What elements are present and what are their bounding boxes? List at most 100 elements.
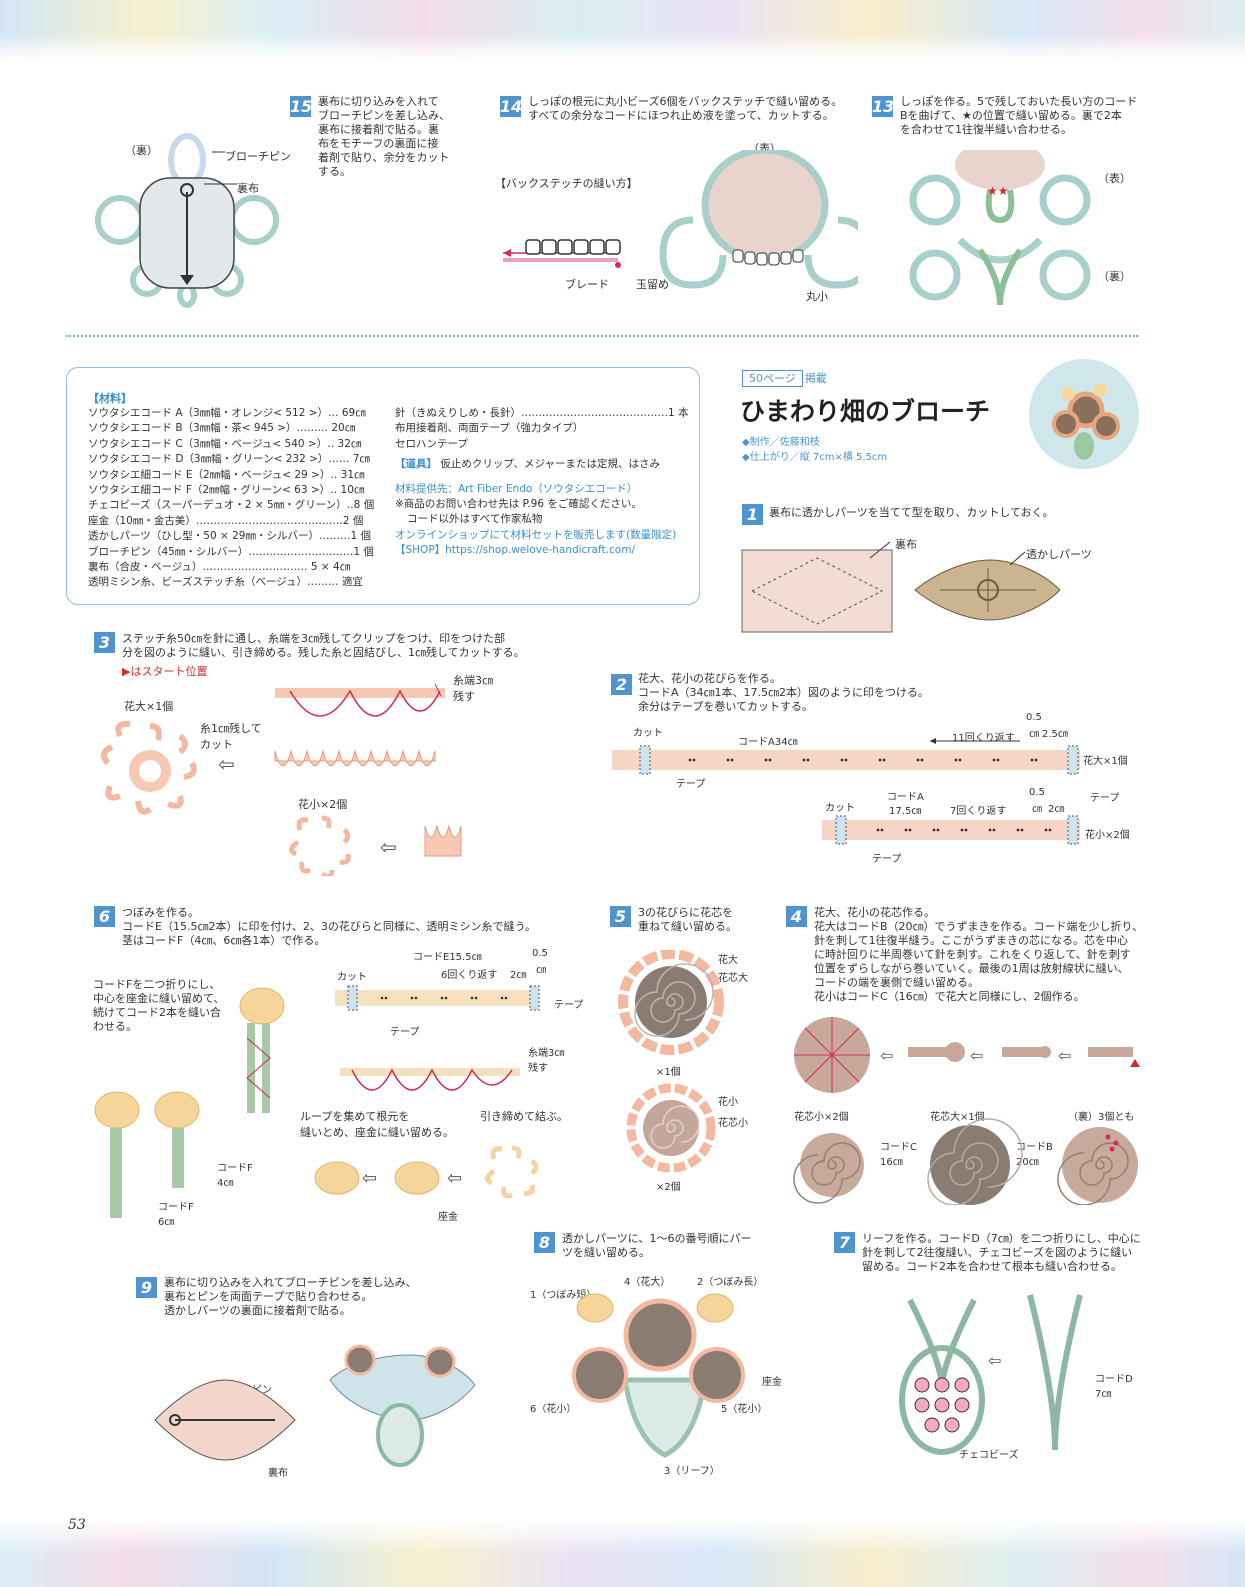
section-divider <box>66 335 1138 337</box>
shop-link[interactable]: 【SHOP】https://shop.welove-handicraft.com… <box>395 544 635 557</box>
material-item: ソウタシエコード A（3㎜幅・オレンジ< 512 >）… 69㎝ <box>88 407 366 419</box>
label-back: （裏） <box>1098 270 1131 283</box>
label-big-1: 花大×1個 <box>1083 756 1128 767</box>
label-2-5: 2.5㎝ <box>1042 729 1068 740</box>
step-2-text: 花大、花小の花びらを作る。 コードA（34㎝1本、17.5㎝2本）図のように印を… <box>638 672 930 713</box>
step-number: 3 <box>94 632 115 653</box>
finished-brooch-photo <box>1029 359 1139 469</box>
label-tape: テープ <box>1090 793 1120 804</box>
label-cord-a-17-5: 17.5㎝ <box>889 806 922 817</box>
label-5: 5（花小） <box>721 1404 768 1415</box>
label-repeat-6: 6回くり返す <box>441 970 498 981</box>
label-core-small-2: 花芯小×2個 <box>794 1112 849 1123</box>
label-x1: ×1個 <box>656 1067 681 1078</box>
materials-header: 【材料】 <box>88 392 132 405</box>
label-cord-f4: コードF 4㎝ <box>217 1163 253 1189</box>
label-tape: テープ <box>676 779 706 790</box>
step-7-text: リーフを作る。コードD（7㎝）を二つ折りにし、中心に 針を刺して2往復縫い、チェ… <box>862 1232 1141 1273</box>
label-x2: ×2個 <box>656 1182 681 1193</box>
label-cord-c: コードC 16㎝ <box>880 1142 917 1168</box>
start-note: ▶はスタート位置 <box>122 665 208 678</box>
label-pull: 引き締めて結ぶ。 <box>480 1110 568 1123</box>
svg-text:⇦: ⇦ <box>447 1168 462 1189</box>
cord-marking-diagram <box>612 738 1080 845</box>
step-number: 8 <box>534 1232 555 1253</box>
label-cord-a: コードA <box>887 792 924 803</box>
label-2: 2㎝ <box>510 970 527 981</box>
material-item: 針（きぬえりしめ・長針）……………………………………1 本 <box>395 407 689 419</box>
page-ref: 50ページ掲載 <box>742 367 827 387</box>
page-ref-suffix: 掲載 <box>804 372 827 385</box>
label-small-flower: 花小×2個 <box>298 798 348 811</box>
step-number: 1 <box>742 504 763 525</box>
step-number: 7 <box>834 1232 855 1253</box>
material-item: ブローチピン（45㎜・シルバー）…………………………1 個 <box>88 545 374 558</box>
label-washer: 座金 <box>438 1212 458 1223</box>
label-tape: テープ <box>872 854 902 865</box>
label-back-cloth: 裏布 <box>268 1468 288 1479</box>
svg-text:⇦: ⇦ <box>970 1046 983 1065</box>
assembly-diagram <box>572 1293 745 1458</box>
materials-left-list: ソウタシエコード A（3㎜幅・オレンジ< 512 >）… 69㎝ ソウタシエコー… <box>88 406 374 591</box>
label-cord-a34: コードA34㎝ <box>738 737 798 748</box>
bud-diagram: ⇦ ⇦ <box>94 985 540 1218</box>
svg-text:⇦: ⇦ <box>1058 1046 1071 1065</box>
label-repeat-7: 7回くり返す <box>950 806 1007 817</box>
label-knot: 玉留め <box>636 278 669 291</box>
step-6-left-note: コードFを二つ折りにし、 中心を座金に縫い留めて、 続けてコード2本を縫い合 わ… <box>93 978 225 1033</box>
petal-stitch-diagram: ⇦ ⇦ <box>100 683 462 876</box>
label-tail: 糸端3㎝ 残す <box>453 674 493 703</box>
label-front: （表） <box>1098 172 1131 185</box>
material-item: 座金（10㎜・金古美）……………………………………2 個 <box>88 514 364 527</box>
label-core-big: 花芯大 <box>718 973 748 984</box>
supplier: 材料提供先：Art Fiber Endo（ソウタシエコード） <box>395 482 638 495</box>
material-item: 布用接着剤、両面テープ（強力タイプ） <box>395 422 584 435</box>
backstitch-diagram <box>503 150 858 289</box>
step-4-text: 花大、花小の花芯作る。 花大はコードB（20㎝）でうずまきを作る。コード端を少し… <box>814 906 1144 1003</box>
label-cord-d: コードD 7㎝ <box>1095 1374 1133 1400</box>
step-9-text: 裏布に切り込みを入れてブローチピンを差し込み、 裏布とピンを両面テープで貼り合わ… <box>164 1276 417 1317</box>
step-number: 15 <box>290 96 313 117</box>
label-0-5: 0.5 <box>1029 787 1045 798</box>
svg-text:⇦: ⇦ <box>880 1046 893 1065</box>
leaf-diagram: ⇦ <box>899 1294 1083 1455</box>
online-shop-note: オンラインショップにて材料セットを販売します(数量限定) <box>395 528 677 541</box>
label-tape: テープ <box>554 1000 584 1011</box>
step-number: 6 <box>94 906 115 927</box>
label-cord-b: コードB 20㎝ <box>1016 1142 1053 1168</box>
step-number: 2 <box>611 674 632 695</box>
tail-diagram: ★★ <box>909 150 1091 306</box>
step-5-text: 3の花びらに花芯を 重ねて縫い留める。 <box>638 906 737 933</box>
material-item: セロハンテープ <box>395 437 468 450</box>
tools-header: 【道具】 <box>395 458 437 471</box>
page-ref-badge: 50ページ <box>742 370 803 387</box>
step-6-text: つぼみを作る。 コードE（15.5㎝2本）に印を付け、2、3の花びらと同様に、透… <box>122 906 536 947</box>
svg-text:⇦: ⇦ <box>380 835 397 859</box>
label-cut: カット <box>633 728 663 739</box>
page-title: ひまわり畑のブローチ <box>740 397 991 426</box>
spiral-diagram: ⇦ ⇦ ⇦ <box>793 1017 1140 1205</box>
label-core-big-1: 花芯大×1個 <box>930 1112 985 1123</box>
tools-list: 仮止めクリップ、メジャーまたは定規、はさみ <box>440 458 661 471</box>
step-3-text: ステッチ糸50㎝を針に通し、糸端を3㎝残してクリップをつけ、印をつけた部 分を図… <box>122 632 525 659</box>
step-number: 14 <box>500 96 523 117</box>
label-cm: ㎝ <box>536 965 546 976</box>
material-item: ソウタシエコード D（3㎜幅・グリーン< 232 >）…… 7㎝ <box>88 453 370 466</box>
maker: ◆制作／佐藤和枝 <box>742 437 820 448</box>
label-core-small: 花芯小 <box>718 1118 748 1129</box>
label-beads: チェコビーズ <box>959 1450 1019 1461</box>
label-big: 花大 <box>718 955 738 966</box>
svg-text:⇦: ⇦ <box>218 752 235 776</box>
label-0-5: 0.5 <box>1026 712 1042 723</box>
label-cut: 糸1㎝残して カット <box>200 722 262 751</box>
label-braid: ブレード <box>565 278 609 291</box>
step-13-text: しっぽを作る。5で残しておいた長い方のコード Bを曲げて、★の位置で縫い留める。… <box>900 95 1138 136</box>
brooch-pin-diagram <box>154 1344 476 1467</box>
material-item: ソウタシエコード C（3㎜幅・ベージュ< 540 >）‥ 32㎝ <box>88 437 362 450</box>
label-filigree: 透かしパーツ <box>1026 548 1092 561</box>
note: コード以外はすべて作家私物 <box>407 513 543 526</box>
label-tape: テープ <box>390 1027 420 1038</box>
page-number: 53 <box>68 1517 86 1533</box>
material-item: ソウタシエコード B（3㎜幅・茶< 945 >）……… 20㎝ <box>88 422 356 435</box>
step-8-text: 透かしパーツに、1～6の番号順にパー ツを縫い留める。 <box>562 1232 752 1259</box>
